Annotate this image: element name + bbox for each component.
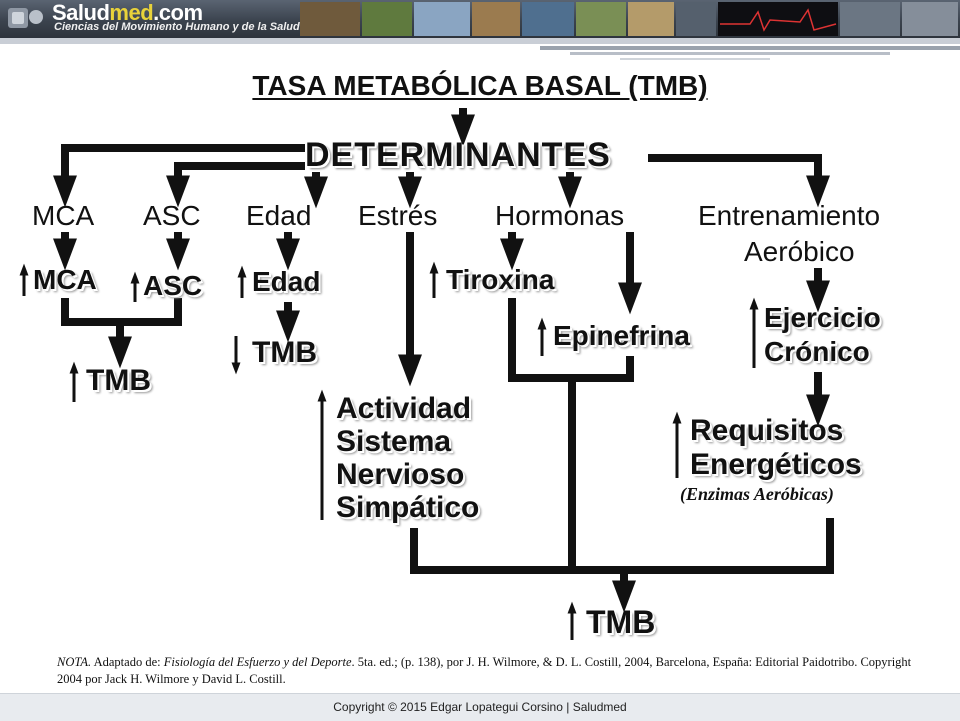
effect-cronico: Crónico — [764, 336, 870, 367]
brand-accent: med — [109, 0, 154, 25]
category-estres: Estrés — [358, 200, 438, 231]
effect-nervioso: Nervioso — [336, 458, 465, 491]
connector-to-mca — [53, 144, 305, 208]
effect-energeticos: Energéticos — [690, 448, 862, 481]
brand-name[interactable]: Saludmed.com — [52, 0, 203, 26]
header-decoration — [0, 38, 960, 60]
category-mca: MCA — [32, 200, 95, 231]
effect-simpatico: Simpático — [336, 491, 480, 524]
determinantes-label: DETERMINANTES — [305, 136, 611, 174]
tmb-final: TMB — [586, 604, 656, 640]
effect-mca: MCA — [33, 264, 97, 295]
effect-actividad: Actividad — [336, 392, 472, 425]
category-entrenamiento-line2: Aeróbico — [744, 236, 855, 267]
brand-suffix: .com — [153, 0, 203, 25]
note-rest: . 5ta. ed.; (p. 138), por J. H. Wilmore,… — [57, 655, 912, 686]
note-label: NOTA. — [57, 655, 92, 669]
footer-copyright: Copyright © 2015 Edgar Lopategui Corsino… — [0, 693, 960, 721]
tmb-mca-asc: TMB — [86, 364, 151, 397]
brand-tagline: Ciencias del Movimiento Humano y de la S… — [54, 21, 300, 33]
connector-to-asc — [166, 162, 305, 208]
enzimas-note: (Enzimas Aeróbicas) — [680, 484, 834, 504]
merge-bottom — [410, 518, 834, 574]
effect-ejercicio: Ejercicio — [764, 302, 881, 333]
logo-icon — [8, 8, 43, 28]
effect-asc: ASC — [143, 270, 203, 301]
site-banner: Saludmed.com Ciencias del Movimiento Hum… — [0, 0, 960, 38]
connector-to-entrenamiento — [648, 154, 830, 208]
effect-sistema: Sistema — [336, 425, 452, 458]
note-prefix: Adaptado de: — [91, 655, 164, 669]
category-asc: ASC — [143, 200, 201, 231]
category-hormonas: Hormonas — [495, 200, 625, 231]
note-book: Fisiología del Esfuerzo y del Deporte — [163, 655, 352, 669]
effect-requisitos: Requisitos — [690, 414, 844, 447]
effect-epinefrina: Epinefrina — [553, 320, 690, 351]
photo-strip — [300, 2, 958, 36]
tmb-edad: TMB — [252, 336, 317, 369]
category-edad: Edad — [246, 200, 312, 231]
effect-edad: Edad — [252, 266, 321, 297]
diagram-title: TASA METABÓLICA BASAL (TMB) — [252, 70, 708, 101]
brand-main: Salud — [52, 0, 110, 25]
category-entrenamiento: Entrenamiento — [698, 200, 881, 231]
citation-note: NOTA. Adaptado de: Fisiología del Esfuer… — [57, 654, 937, 688]
effect-tiroxina: Tiroxina — [446, 264, 555, 295]
